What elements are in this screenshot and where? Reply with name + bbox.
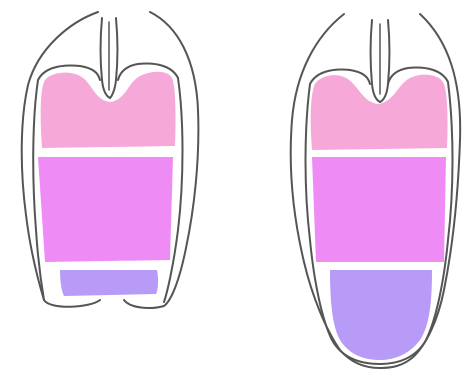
right-top-region bbox=[311, 75, 448, 150]
left-figure bbox=[22, 12, 199, 308]
right-middle-region bbox=[312, 157, 446, 262]
left-bottom-region bbox=[60, 270, 158, 296]
left-top-region bbox=[41, 72, 176, 148]
right-bottom-region bbox=[330, 270, 432, 360]
left-middle-region bbox=[38, 157, 173, 262]
right-stem-right bbox=[380, 20, 390, 102]
left-stem-right bbox=[110, 18, 118, 98]
right-figure bbox=[291, 14, 460, 368]
right-stem-left bbox=[371, 20, 381, 102]
